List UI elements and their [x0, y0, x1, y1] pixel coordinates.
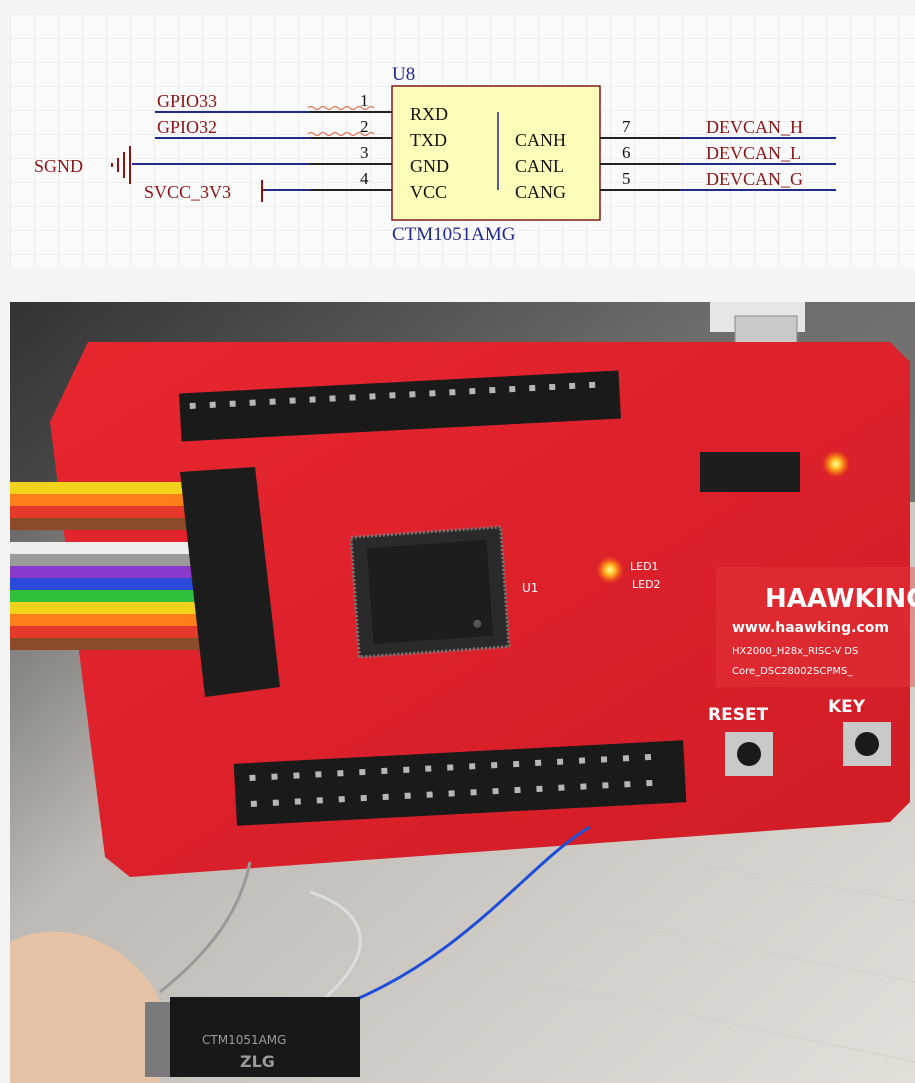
led1-label: LED1 — [630, 560, 659, 573]
brand-name: HAAWKING — [765, 584, 915, 614]
net-label-devcan-l: DEVCAN_L — [706, 143, 801, 163]
ground-symbol-icon — [111, 146, 131, 184]
left-pin-wires — [132, 111, 310, 191]
schematic-diagram: U8 CTM1051AMG 1 2 3 4 RXD TXD GND VCC CA… — [10, 14, 915, 268]
pin-cang-name: CANG — [515, 182, 566, 202]
brand-url: www.haawking.com — [732, 620, 889, 636]
right-pin-stubs — [600, 137, 680, 191]
key-button — [843, 722, 891, 766]
power-label-svcc-3v3: SVCC_3V3 — [144, 182, 231, 202]
key-button-label: KEY — [828, 697, 866, 717]
net-label-gpio32: GPIO32 — [157, 117, 217, 137]
led2-label: LED2 — [632, 578, 661, 591]
txd-squiggle — [307, 132, 375, 136]
table-surface — [389, 841, 915, 1063]
ic-refdes: U8 — [392, 64, 415, 85]
jtag-connector — [180, 467, 280, 697]
pin-canh-name: CANH — [515, 130, 566, 150]
module-brand-text: ZLG — [240, 1052, 275, 1071]
pin-7-number: 7 — [622, 117, 631, 136]
left-pin-stubs — [310, 111, 392, 191]
ribbon-cable — [10, 482, 220, 650]
pin-3-number: 3 — [360, 143, 369, 162]
net-label-devcan-g: DEVCAN_G — [706, 169, 803, 189]
net-label-devcan-h: DEVCAN_H — [706, 117, 803, 137]
board-model: HX2000_H28x_RISC-V DS — [732, 646, 858, 657]
pin-6-number: 6 — [622, 143, 631, 162]
mcu-chip — [349, 525, 511, 659]
supply-symbol-icon — [261, 180, 266, 202]
board-core: Core_DSC28002SCPMS_ — [732, 666, 853, 677]
pin-4-number: 4 — [360, 169, 369, 188]
ic-part-number: CTM1051AMG — [392, 224, 516, 245]
pin-canl-name: CANL — [515, 156, 564, 176]
power-led-glow — [822, 450, 850, 478]
right-pin-wires — [680, 137, 836, 191]
rxd-squiggle — [307, 106, 375, 110]
reset-button-label: RESET — [708, 705, 769, 725]
can-module: CTM1051AMG ZLG — [145, 997, 360, 1077]
reset-button — [725, 732, 773, 776]
module-part-text: CTM1051AMG — [202, 1033, 286, 1047]
ic-body — [391, 85, 601, 221]
bottom-header-pins — [249, 753, 653, 807]
gray-wire — [159, 861, 252, 994]
top-header-pins — [189, 381, 596, 410]
pin-rxd-name: RXD — [410, 104, 448, 124]
transceiver-ic-on-board — [700, 452, 800, 492]
net-label-gpio33: GPIO33 — [157, 91, 217, 111]
mcu-refdes: U1 — [522, 581, 538, 595]
hand — [10, 931, 160, 1083]
white-wire — [309, 890, 362, 1004]
pin-1-number: 1 — [360, 91, 369, 110]
pin-2-number: 2 — [360, 117, 369, 136]
brand-panel: HAAWKING www.haawking.com HX2000_H28x_RI… — [716, 567, 915, 687]
pin-txd-name: TXD — [410, 130, 447, 150]
board-photo: U1 LED1 LED2 HAAWKING www.haawking.com H… — [10, 302, 915, 1083]
pin-vcc-name: VCC — [410, 182, 447, 202]
pin-5-number: 5 — [622, 169, 631, 188]
blue-wire — [349, 825, 591, 1004]
power-label-sgnd: SGND — [34, 156, 83, 176]
bottom-pin-header — [233, 740, 687, 826]
led1-glow — [596, 556, 624, 584]
pin-gnd-name: GND — [410, 156, 449, 176]
